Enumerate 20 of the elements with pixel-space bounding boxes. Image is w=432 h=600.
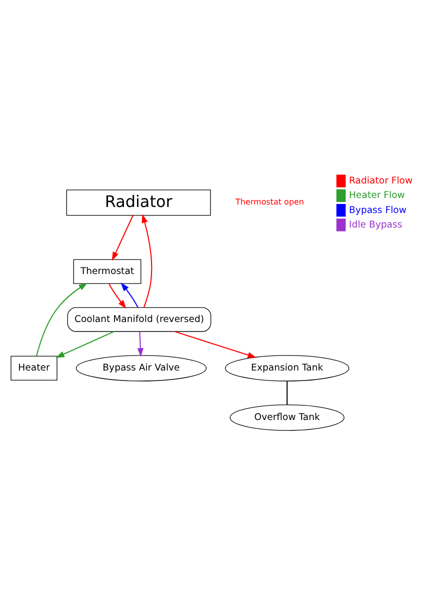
legend-label: Radiator Flow	[349, 175, 413, 186]
arrow	[120, 282, 138, 308]
node-box: Heater	[10, 356, 58, 381]
node-ellipse: Expansion Tank	[224, 355, 350, 382]
node-box: Radiator	[66, 190, 211, 216]
arrow	[174, 331, 257, 358]
legend-label: Bypass Flow	[349, 204, 406, 216]
node-ellipse: Bypass Air Valve	[76, 355, 207, 382]
arrow	[56, 331, 114, 358]
arrow	[142, 214, 152, 308]
arrow	[137, 332, 144, 357]
connector	[286, 381, 288, 405]
arrow	[36, 282, 88, 356]
legend-label: Heater Flow	[349, 190, 405, 202]
node-ellipse: Overflow Tank	[230, 404, 344, 431]
node-box: Coolant Manifold (reversed)	[67, 307, 212, 332]
node-box: Thermostat	[73, 259, 142, 284]
arrow	[112, 215, 134, 261]
arrow	[108, 284, 126, 309]
legend-label: Idle Bypass	[349, 219, 402, 230]
